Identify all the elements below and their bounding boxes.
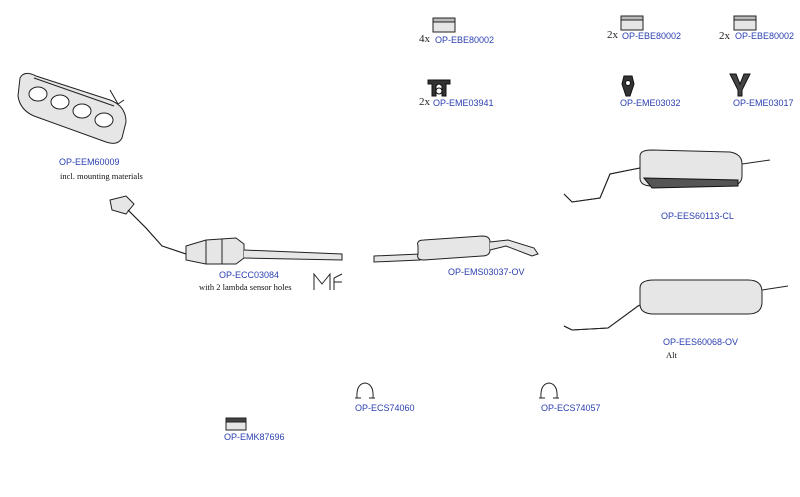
manifold-code[interactable]: OP-EEM60009: [59, 157, 120, 167]
clamp-icon: [539, 382, 559, 399]
bolt-bag-icon: [620, 15, 644, 31]
hanger-2-code[interactable]: OP-EME03032: [620, 98, 681, 108]
clamp-1-code[interactable]: OP-ECS74060: [355, 403, 415, 413]
rear-silencer-1-code[interactable]: OP-EES60113-CL: [661, 211, 734, 221]
mounting-kit-code[interactable]: OP-EMK87696: [224, 432, 285, 442]
catalyst-note: with 2 lambda sensor holes: [199, 282, 292, 292]
bag-3-code[interactable]: OP-EBE80002: [735, 31, 795, 41]
clamp-icon: [355, 382, 375, 399]
bag-1-code[interactable]: OP-EBE80002: [435, 35, 495, 45]
catalytic-converter-drawing: [109, 195, 343, 265]
hanger-3-code[interactable]: OP-EME03017: [733, 98, 794, 108]
bag-3-quantity: 2x: [719, 30, 730, 42]
rear-silencer-drawing: [563, 279, 789, 331]
bag-2-quantity: 2x: [607, 29, 618, 41]
rear-silencer-2-note: Alt: [666, 350, 677, 360]
middle-silencer-drawing: [373, 235, 539, 263]
bag-1-quantity: 4x: [419, 33, 430, 45]
rear-silencer-drawing: [563, 149, 771, 203]
rubber-hanger-icon: [427, 79, 451, 97]
mounting-material-icon: [313, 272, 343, 290]
manifold-note: incl. mounting materials: [60, 171, 143, 181]
bolt-bag-icon: [432, 17, 456, 33]
clamp-2-code[interactable]: OP-ECS74057: [541, 403, 601, 413]
rubber-hanger-icon: [729, 73, 751, 97]
rubber-hanger-icon: [621, 75, 635, 97]
rear-silencer-2-code[interactable]: OP-EES60068-OV: [663, 337, 739, 347]
hanger-1-code[interactable]: OP-EME03941: [433, 98, 494, 108]
mounting-kit-icon: [225, 417, 247, 431]
bag-2-code[interactable]: OP-EBE80002: [622, 31, 682, 41]
middle-silencer-code[interactable]: OP-EMS03037-OV: [448, 267, 525, 277]
exhaust-manifold-drawing: [17, 72, 127, 144]
hanger-1-quantity: 2x: [419, 96, 430, 108]
bolt-bag-icon: [733, 15, 757, 31]
catalyst-code[interactable]: OP-ECC03084: [219, 270, 280, 280]
